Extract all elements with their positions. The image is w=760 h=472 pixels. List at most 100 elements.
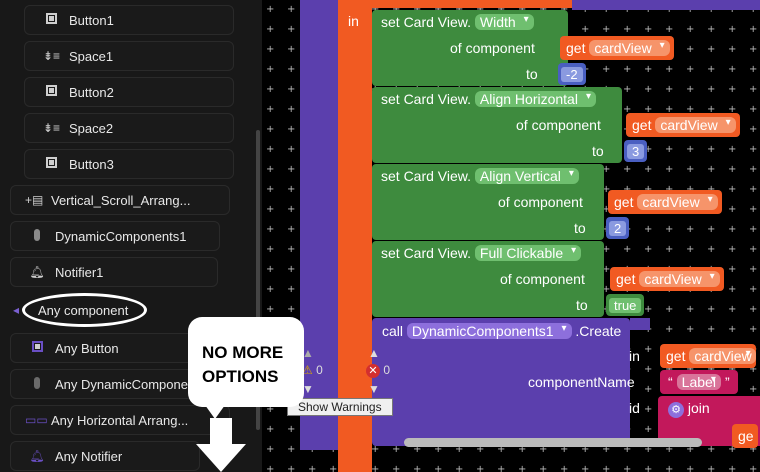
number-value[interactable]: -2 [561, 66, 583, 82]
variable-dropdown[interactable]: cardView [589, 40, 670, 56]
grid-plus-mark: + [644, 384, 653, 395]
property-dropdown[interactable]: Width [474, 14, 534, 30]
grid-plus-mark: + [623, 84, 632, 95]
vertical-scroll-arrangement-icon: +▤ [25, 193, 44, 207]
grid-plus-mark: + [686, 224, 695, 235]
boolean-value[interactable]: true [609, 297, 642, 313]
procedure-block-top[interactable] [372, 0, 572, 8]
tree-item-notifier1[interactable]: 🔔︎ Notifier1 [10, 257, 218, 287]
variable-dropdown[interactable]: cardView [655, 117, 736, 133]
grid-plus-mark: + [644, 364, 653, 375]
grid-plus-mark: + [455, 4, 463, 15]
get-cardview-block[interactable]: get cardView [660, 344, 756, 368]
warning-count[interactable]: ⚠ 0 [302, 363, 323, 377]
grid-plus-mark: + [623, 444, 632, 455]
grid-plus-mark: + [749, 384, 758, 395]
button-icon [43, 85, 59, 99]
property-dropdown[interactable]: Align Vertical [474, 168, 579, 184]
error-count[interactable]: ✕ 0 [366, 363, 390, 378]
grid-plus-mark: + [707, 104, 716, 115]
tree-item-button2[interactable]: Button2 [24, 77, 234, 107]
grid-plus-mark: + [665, 104, 674, 115]
workspace-horizontal-scrollbar[interactable] [404, 438, 702, 447]
grid-plus-mark: + [287, 204, 296, 215]
grid-plus-mark: + [266, 464, 275, 472]
grid-plus-mark: + [707, 464, 716, 472]
component-dropdown[interactable]: DynamicComponents1 [406, 323, 572, 339]
get-label: get [666, 348, 686, 364]
blocks-workspace[interactable]: ++++++++++++++++++++++++++++++++++++++++… [262, 0, 760, 472]
number-block[interactable]: 2 [606, 217, 630, 239]
number-block[interactable]: 3 [624, 140, 648, 162]
grid-plus-mark: + [602, 264, 611, 275]
variable-dropdown[interactable]: cardView [637, 194, 718, 210]
event-block-top[interactable] [572, 0, 760, 10]
chevron-down-icon[interactable]: ▼ [368, 382, 380, 396]
number-value[interactable]: 3 [627, 143, 645, 159]
tree-item-button1[interactable]: Button1 [24, 5, 234, 35]
grid-plus-mark: + [728, 284, 737, 295]
get-cardview-block[interactable]: get cardView [610, 267, 724, 291]
text-value[interactable]: Label [676, 374, 721, 390]
tree-item-any-horizontal-arrangement[interactable]: ▭▭ Any Horizontal Arrang... [10, 405, 230, 435]
boolean-block[interactable]: true [606, 294, 645, 316]
grid-plus-mark: + [707, 64, 716, 75]
variable-dropdown[interactable]: cardView [689, 348, 756, 364]
event-block-body[interactable] [300, 0, 340, 450]
number-block[interactable]: -2 [558, 63, 586, 85]
set-align-horizontal-prefix: set Card View. Align Horizontal [381, 91, 596, 107]
variable-dropdown[interactable]: cardView [639, 271, 720, 287]
grid-plus-mark: + [728, 364, 736, 375]
grid-plus-mark: + [455, 464, 464, 472]
grid-plus-mark: + [749, 304, 758, 315]
chevron-down-icon[interactable]: ▼ [302, 382, 314, 396]
grid-plus-mark: + [728, 264, 737, 275]
tree-item-space1[interactable]: ⇟≡ Space1 [24, 41, 234, 71]
grid-plus-mark: + [266, 224, 275, 235]
grid-plus-mark: + [644, 464, 653, 472]
grid-plus-mark: + [644, 404, 653, 415]
tree-item-any-button[interactable]: Any Button [10, 333, 200, 363]
grid-plus-mark: + [602, 184, 611, 195]
grid-plus-mark: + [686, 44, 695, 55]
property-dropdown[interactable]: Full Clickable [474, 245, 582, 261]
grid-plus-mark: + [266, 264, 275, 275]
get-cardview-block[interactable]: get cardView [560, 36, 674, 60]
get-cardview-block[interactable]: get cardView [608, 190, 722, 214]
callout-tail [205, 405, 225, 419]
grid-plus-mark: + [287, 124, 296, 135]
grid-plus-mark: + [665, 444, 674, 455]
call-create-block[interactable] [372, 318, 630, 446]
grid-plus-mark: + [749, 244, 758, 255]
tree-item-vertical-scroll-arrangement[interactable]: +▤ Vertical_Scroll_Arrang... [10, 185, 230, 215]
text-block[interactable]: “ Label ” [660, 370, 738, 394]
property-dropdown[interactable]: Align Horizontal [474, 91, 596, 107]
grid-plus-mark: + [749, 84, 758, 95]
get-cardview-block[interactable]: get cardView [626, 113, 740, 137]
chevron-up-icon[interactable]: ▲ [302, 346, 314, 360]
set-width-block[interactable] [372, 10, 568, 86]
tree-item-dynamic-components1[interactable]: DynamicComponents1 [10, 221, 220, 251]
tree-item-button3[interactable]: Button3 [24, 149, 234, 179]
grid-plus-mark: + [749, 464, 758, 472]
number-value[interactable]: 2 [609, 220, 627, 236]
procedure-block-body[interactable] [338, 0, 372, 472]
grid-plus-mark: + [728, 184, 737, 195]
warnings-indicator[interactable]: ▲ [302, 346, 314, 360]
grid-plus-mark: + [329, 464, 338, 472]
chevron-up-icon[interactable]: ▲ [368, 346, 380, 360]
tree-item-any-dynamic-components[interactable]: Any DynamicCompone... [10, 369, 200, 399]
gear-icon[interactable]: ⚙ [668, 402, 684, 418]
grid-plus-mark: + [602, 164, 611, 175]
horizontal-arrangement-icon: ▭▭ [25, 413, 48, 427]
get-block-partial[interactable]: ge [732, 424, 758, 448]
grid-plus-mark: + [266, 84, 275, 95]
to-label: to [576, 297, 588, 313]
tree-scrollbar[interactable] [256, 130, 260, 430]
grid-plus-mark: + [287, 84, 296, 95]
grid-plus-mark: + [266, 104, 275, 115]
in-label: in [348, 13, 359, 29]
tree-item-any-notifier[interactable]: 🔔︎ Any Notifier [10, 441, 200, 471]
tree-item-space2[interactable]: ⇟≡ Space2 [24, 113, 234, 143]
set-align-vertical-prefix: set Card View. Align Vertical [381, 168, 579, 184]
